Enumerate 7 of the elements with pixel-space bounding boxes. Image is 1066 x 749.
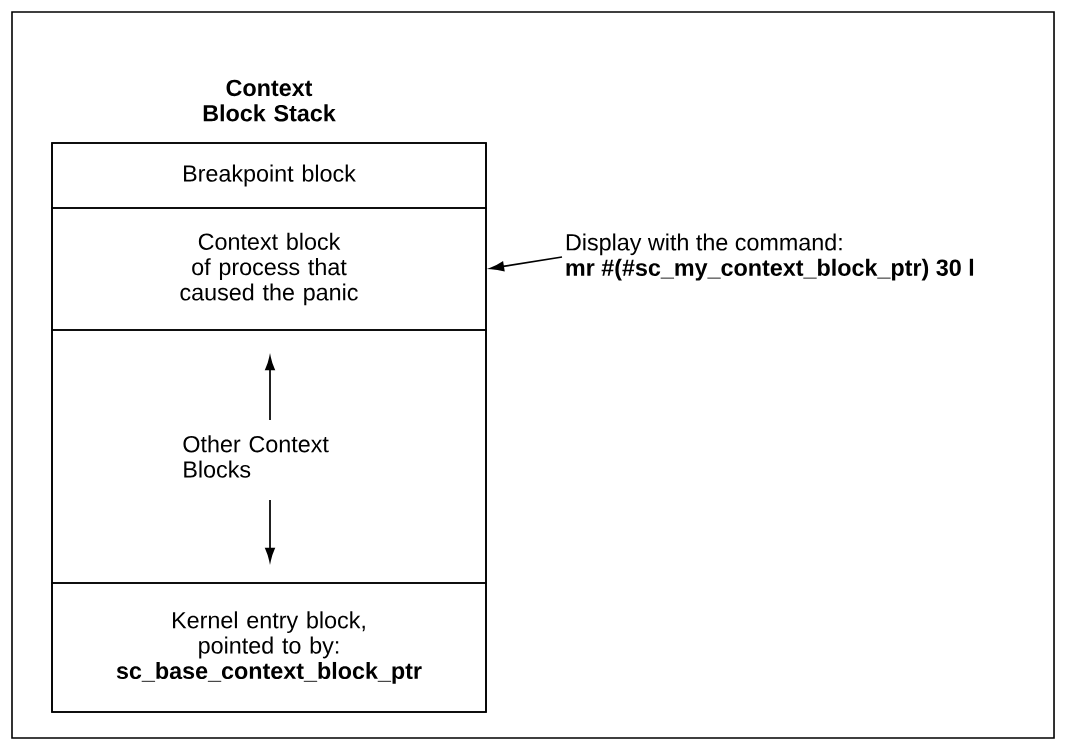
stack-cell: Breakpoint block bbox=[51, 142, 487, 209]
stack-cell: Kernel entry block, pointed to by: sc_base_context_block_ptr bbox=[51, 582, 487, 713]
command-note: Display with the command: mr #(#sc_my_context_block_ptr) 30 l bbox=[566, 233, 974, 281]
node-label: Context Block Stack bbox=[203, 79, 336, 122]
stack-cell: Other Context Blocks bbox=[51, 329, 487, 584]
stack-cell: Context block of process that caused the panic bbox=[51, 207, 487, 331]
arrow bbox=[490, 256, 563, 272]
